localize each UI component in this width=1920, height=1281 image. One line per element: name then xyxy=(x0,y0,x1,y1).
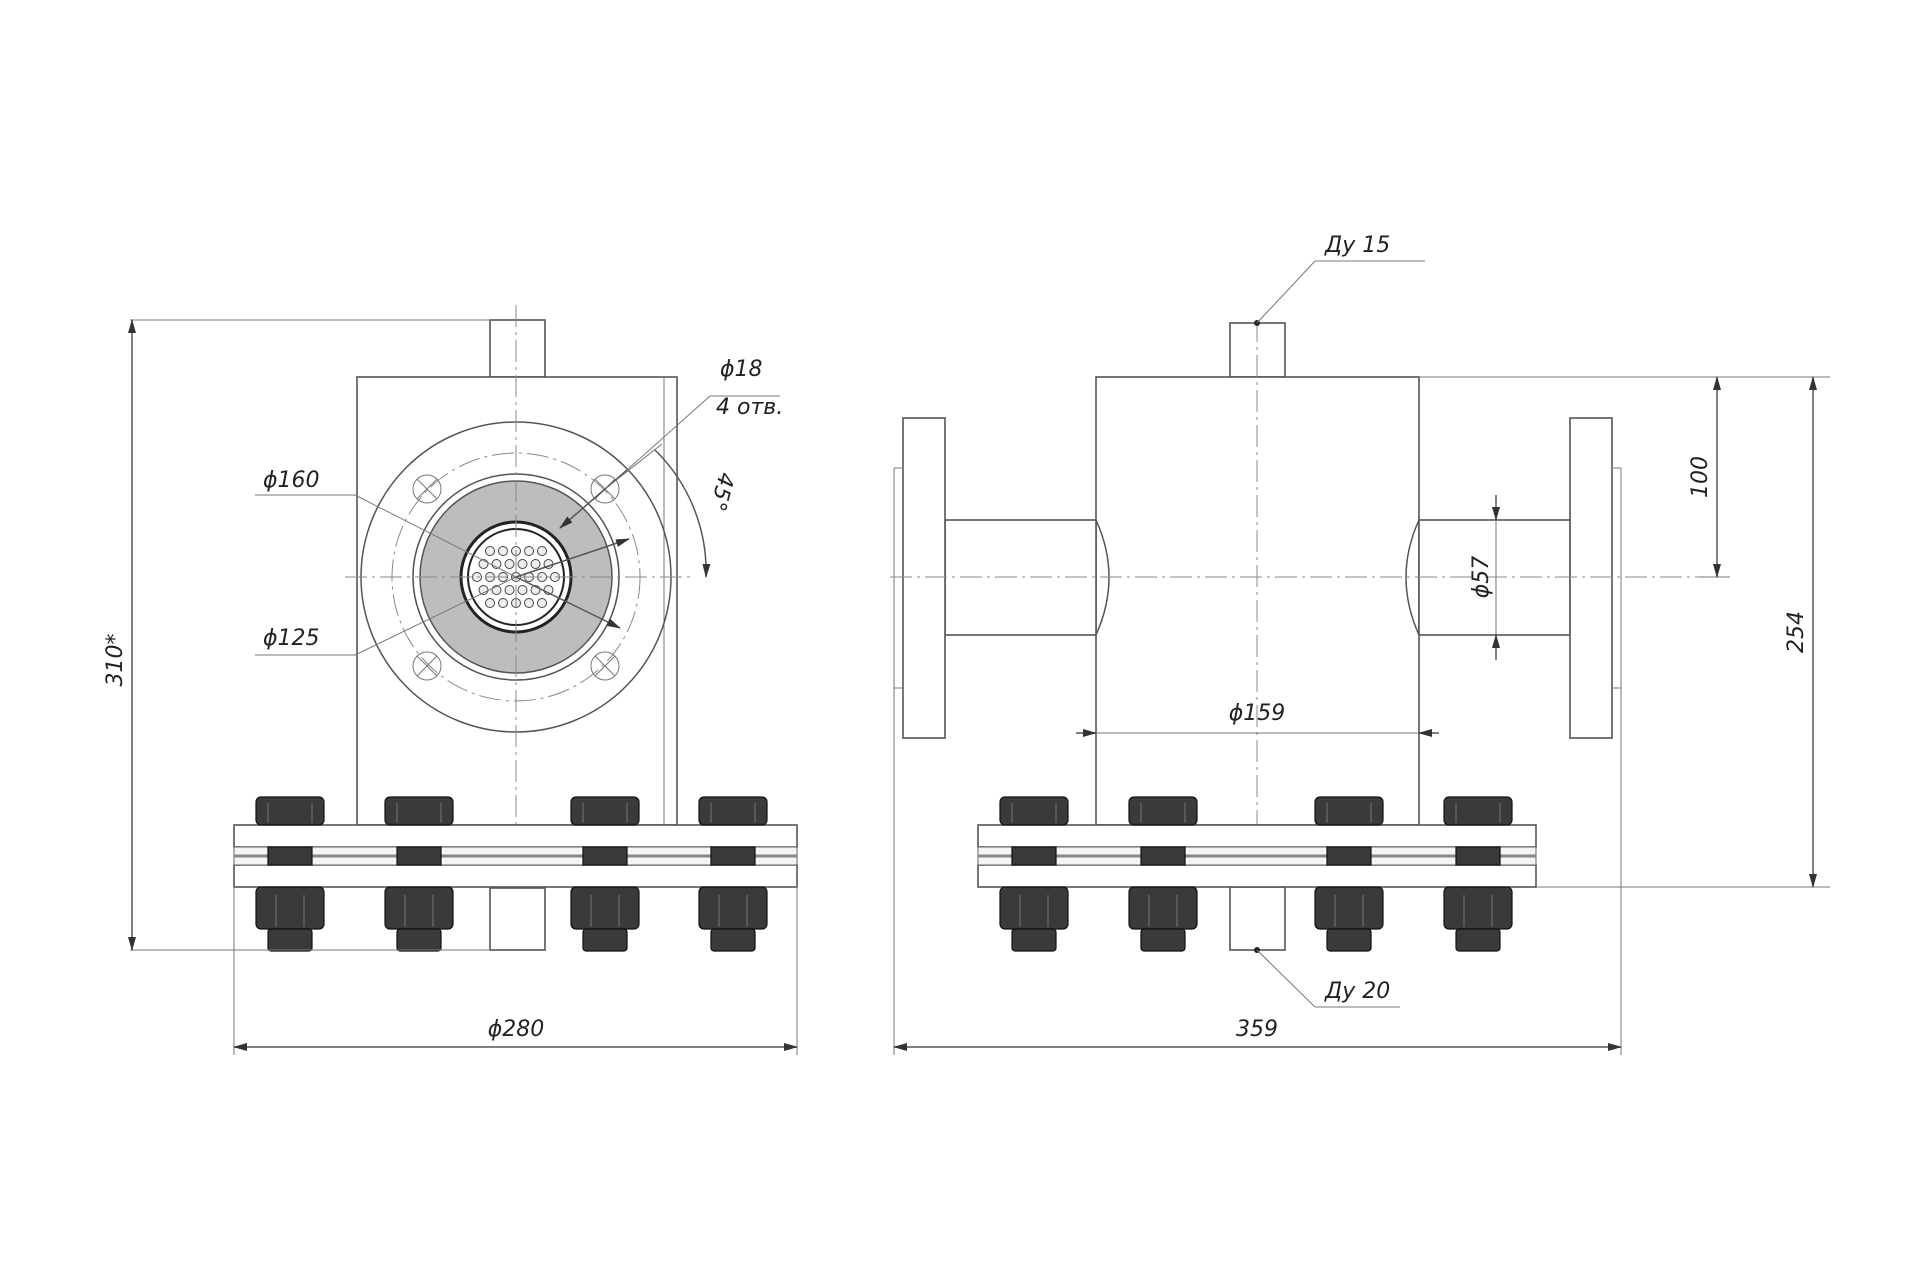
label-nozzle-bottom: Ду 20 xyxy=(1324,979,1390,1004)
tube-hole xyxy=(478,585,489,595)
dim-height-254: 254 xyxy=(1784,611,1809,653)
tube-hole xyxy=(485,546,495,556)
bolt-nut xyxy=(1443,796,1513,826)
bolt-nut xyxy=(255,886,325,952)
tube-hole xyxy=(504,585,515,595)
bolt-nut xyxy=(570,886,640,952)
front-bottom-nozzle xyxy=(489,887,546,951)
tube-hole xyxy=(517,559,528,569)
side-view: Ду 15 Ду 20 359 ϕ159 ϕ57 100 254 xyxy=(890,233,1830,1055)
bolt-nut xyxy=(1128,886,1198,952)
dim-diameter-125: ϕ125 xyxy=(263,626,320,651)
dim-angle-45: 45° xyxy=(704,470,738,514)
front-view: 310* ϕ280 ϕ160 ϕ125 ϕ18 4 отв. 45° xyxy=(103,305,798,1055)
bolt-nut xyxy=(1128,796,1198,826)
label-nozzle-top: Ду 15 xyxy=(1324,233,1390,258)
side-plate-upper xyxy=(977,824,1537,848)
dim-diameter-159: ϕ159 xyxy=(1229,701,1286,726)
bolt-nut xyxy=(1314,886,1384,952)
bolt-nut xyxy=(698,796,768,826)
front-plate-upper xyxy=(233,824,798,848)
front-top-nozzle xyxy=(489,319,546,378)
tube-hole xyxy=(485,598,495,608)
dim-offset-100: 100 xyxy=(1688,456,1713,498)
bolt-nut xyxy=(1314,796,1384,826)
tube-hole xyxy=(517,585,528,595)
dim-diameter-57: ϕ57 xyxy=(1469,556,1494,599)
tube-hole xyxy=(498,598,508,608)
side-right-flange xyxy=(1569,417,1613,739)
bolt-nut xyxy=(384,886,454,952)
tube-bundle xyxy=(472,546,560,608)
dim-hole-diameter: ϕ18 xyxy=(720,357,763,382)
tube-hole xyxy=(537,598,547,608)
tube-hole xyxy=(524,546,534,556)
bolt-nut xyxy=(570,796,640,826)
dim-diameter-160: ϕ160 xyxy=(263,468,320,493)
side-plate-lower xyxy=(977,864,1537,888)
side-left-flange xyxy=(902,417,946,739)
tube-hole xyxy=(504,559,515,569)
tube-hole xyxy=(524,598,534,608)
dim-hole-count: 4 отв. xyxy=(716,395,783,420)
front-plate-lower xyxy=(233,864,798,888)
bolt-nut xyxy=(999,796,1069,826)
bolt-nut xyxy=(1443,886,1513,952)
bolt-nut xyxy=(255,796,325,826)
bolt-nut xyxy=(999,886,1069,952)
bolt-nut xyxy=(384,796,454,826)
tube-hole xyxy=(530,559,541,569)
dim-length-359: 359 xyxy=(1236,1017,1278,1042)
bolt-nut xyxy=(698,886,768,952)
dim-diameter-280: ϕ280 xyxy=(488,1017,545,1042)
tube-hole xyxy=(537,546,547,556)
dim-height-310: 310* xyxy=(103,634,128,687)
tube-hole xyxy=(498,546,508,556)
side-bottom-nozzle xyxy=(1229,886,1286,951)
